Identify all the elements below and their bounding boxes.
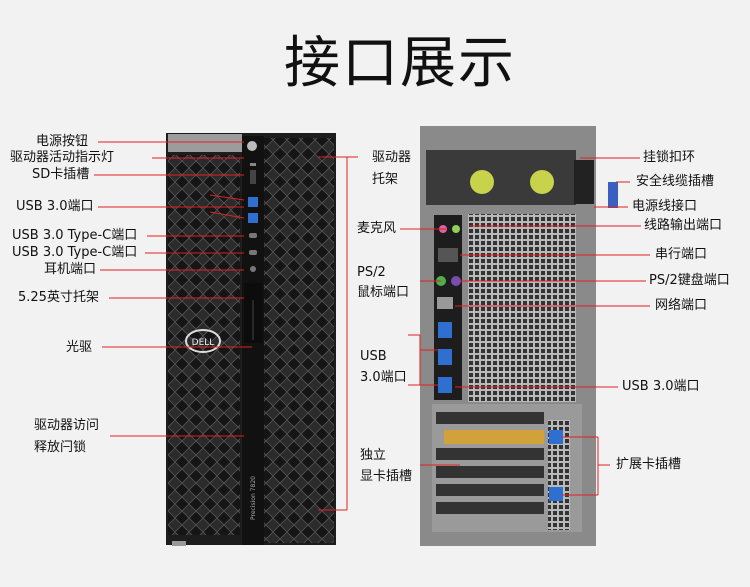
label-serial-port: 串行端口 xyxy=(655,247,707,263)
power-connector xyxy=(574,160,594,204)
label-drive-release-line1: 驱动器访问 xyxy=(34,418,99,434)
label-usb-left-line2: 3.0端口 xyxy=(360,370,407,386)
label-drive-activity-indicator: 驱动器活动指示灯 xyxy=(10,150,114,166)
usb-port-icon xyxy=(248,213,258,223)
rear-tower xyxy=(420,126,618,546)
usb-port-icon xyxy=(248,197,258,207)
front-tower: DELL Precision 7820 xyxy=(166,133,336,546)
label-drive-tray-line1: 驱动器 xyxy=(372,150,411,166)
label-gpu-slot-line1: 独立 xyxy=(360,448,386,464)
headphone-jack-icon xyxy=(250,266,256,272)
label-padlock-ring: 挂锁扣环 xyxy=(643,150,695,166)
power-button-icon[interactable] xyxy=(247,141,257,151)
label-drive-tray-line2: 托架 xyxy=(372,172,398,188)
label-microphone: 麦克风 xyxy=(357,221,396,237)
label-usb-type-c-port-2: USB 3.0 Type-C端口 xyxy=(12,245,137,261)
label-security-cable-slot: 安全线缆插槽 xyxy=(636,174,714,190)
label-usb-3-port: USB 3.0端口 xyxy=(16,199,94,215)
label-power-button: 电源按钮 xyxy=(36,134,88,150)
label-525-bay: 5.25英寸托架 xyxy=(18,290,99,306)
label-usb-type-c-port-1: USB 3.0 Type-C端口 xyxy=(12,228,137,244)
label-ps2-mouse-line2: 鼠标端口 xyxy=(357,285,409,301)
label-usb-3-port-rear: USB 3.0端口 xyxy=(622,379,700,395)
label-expansion-slots: 扩展卡插槽 xyxy=(616,457,681,473)
label-gpu-slot-line2: 显卡插槽 xyxy=(360,469,412,485)
label-headphone-port: 耳机端口 xyxy=(44,262,96,278)
label-sd-card-slot: SD卡插槽 xyxy=(32,167,89,183)
label-drive-release-line2: 释放闩锁 xyxy=(34,440,86,456)
label-ps2-mouse-line1: PS/2 xyxy=(357,265,386,281)
label-power-connector: 电源线接口 xyxy=(632,199,697,215)
label-network-port: 网络端口 xyxy=(655,298,707,314)
label-ps2-keyboard-port: PS/2键盘端口 xyxy=(649,273,730,289)
label-optical-drive: 光驱 xyxy=(66,340,92,356)
svg-text:Precision 7820: Precision 7820 xyxy=(250,476,257,520)
label-usb-left-line1: USB xyxy=(360,349,387,365)
label-line-out-port: 线路输出端口 xyxy=(644,218,722,234)
